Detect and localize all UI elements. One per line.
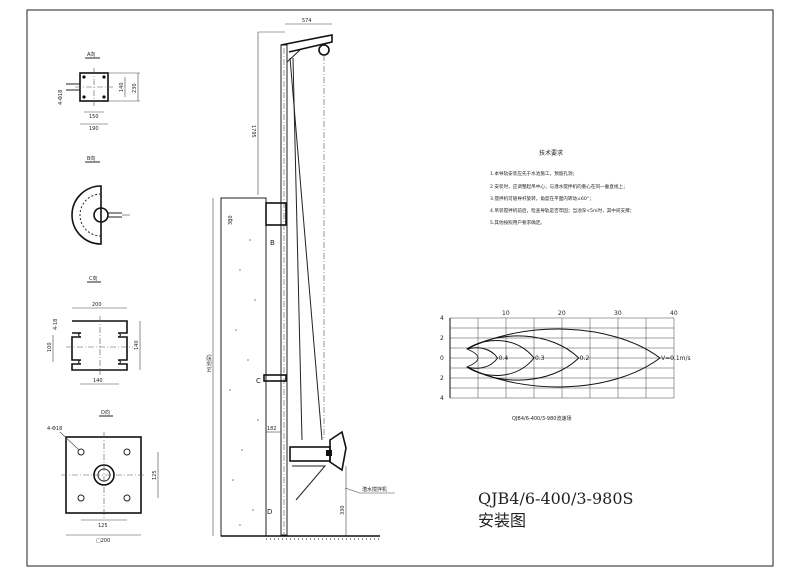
drawing-title: QJB4/6-400/3-980S 安装图 — [478, 488, 633, 532]
x-tick-label: 30 — [614, 310, 622, 317]
contour-label: 0.3 — [535, 355, 545, 362]
y-tick-label: 2 — [440, 335, 444, 342]
dim-text: 140 — [93, 378, 103, 384]
model-number: QJB4/6-400/3-980S — [478, 489, 634, 508]
dim-text: 125 — [152, 470, 158, 480]
dim-total: H(池深) — [206, 354, 213, 372]
contour-line — [466, 328, 661, 388]
dim-offset: 182 — [267, 426, 277, 432]
y-tick-label: 2 — [440, 375, 444, 382]
contour-label: 0.2 — [580, 355, 590, 362]
requirement-item: 2.安装时，应调整起吊中心，与潜水搅拌机的重心在同一垂直线上； — [490, 183, 628, 190]
dim-text: 190 — [89, 126, 99, 132]
drawing-subtitle: 安装图 — [478, 511, 527, 530]
contour-inner — [466, 348, 479, 368]
requirement-item: 5.其他按照用户要求确定。 — [490, 219, 545, 226]
concrete-wall — [220, 197, 267, 537]
dim-height: 1795 — [250, 125, 256, 138]
view-a-holes: 4-Φ18 — [58, 90, 64, 105]
dim-text: 140 — [134, 340, 140, 350]
dim-text: 150 — [89, 114, 99, 120]
dim-arm: 574 — [302, 18, 312, 24]
contour-line — [466, 339, 535, 377]
x-tick-label: 20 — [558, 310, 566, 317]
requirement-item: 3.搅拌机可随导杆旋转，角度在平面内转动±60°； — [490, 195, 594, 202]
requirement-item: 4.吊装搅拌机前后，检查导轨是否牢固；当池深<5m时，其中间支撑； — [490, 207, 634, 214]
dim-text: □200 — [96, 538, 110, 544]
contour-label: V=0.1m/s — [661, 355, 691, 362]
technical-requirements: 技术要求 1.本导轨安装应先于水池施工，预留孔洞； 2.安装时，应调整起吊中心，… — [490, 149, 634, 226]
contour-label: 0.4 — [499, 355, 509, 362]
mixer-label: 潜水搅拌机 — [362, 486, 387, 493]
view-a: A向 4-Φ18 140 230 150 190 — [58, 51, 140, 132]
chart-caption: QJB4/6-400/3-980流速场 — [512, 415, 571, 422]
elevation-view: 574 1795 H(池深) 380 B C 182 D — [206, 18, 395, 540]
submersible-mixer — [289, 430, 347, 501]
section-mark-d: D — [267, 508, 272, 516]
contour-line — [466, 347, 499, 369]
view-c-label: C向 — [89, 275, 98, 282]
dim-bottom: 330 — [340, 505, 346, 515]
requirements-heading: 技术要求 — [539, 149, 563, 157]
x-tick-label: 10 — [502, 310, 510, 317]
dim-text: 230 — [132, 83, 138, 93]
y-tick-label: 4 — [440, 315, 444, 322]
view-d: D向 4-Φ18 125 125 □200 — [47, 409, 159, 544]
view-d-label: D向 — [101, 409, 110, 416]
x-tick-label: 40 — [670, 310, 678, 317]
contour-line — [466, 335, 580, 381]
view-d-holes: 4-Φ18 — [47, 426, 62, 432]
dim-text: 100 — [47, 342, 53, 352]
dim-text: 200 — [92, 302, 102, 308]
y-tick-label: 4 — [440, 395, 444, 402]
view-b-label: B向 — [87, 155, 95, 162]
dim-text: 125 — [98, 523, 108, 529]
dim-text: 140 — [119, 82, 125, 92]
dim-top: 380 — [228, 215, 234, 225]
view-c-holes: 4-18 — [53, 319, 59, 330]
requirement-item: 1.本导轨安装应先于水池施工，预留孔洞； — [490, 170, 577, 177]
section-mark-b: B — [270, 239, 275, 247]
view-c: C向 200 100 140 140 4-18 — [47, 275, 141, 385]
view-b: B向 — [71, 155, 130, 245]
section-mark-c: C — [256, 377, 261, 385]
y-tick-label: 0 — [440, 355, 444, 362]
view-a-label: A向 — [87, 51, 95, 58]
drawing-border — [26, 9, 774, 567]
